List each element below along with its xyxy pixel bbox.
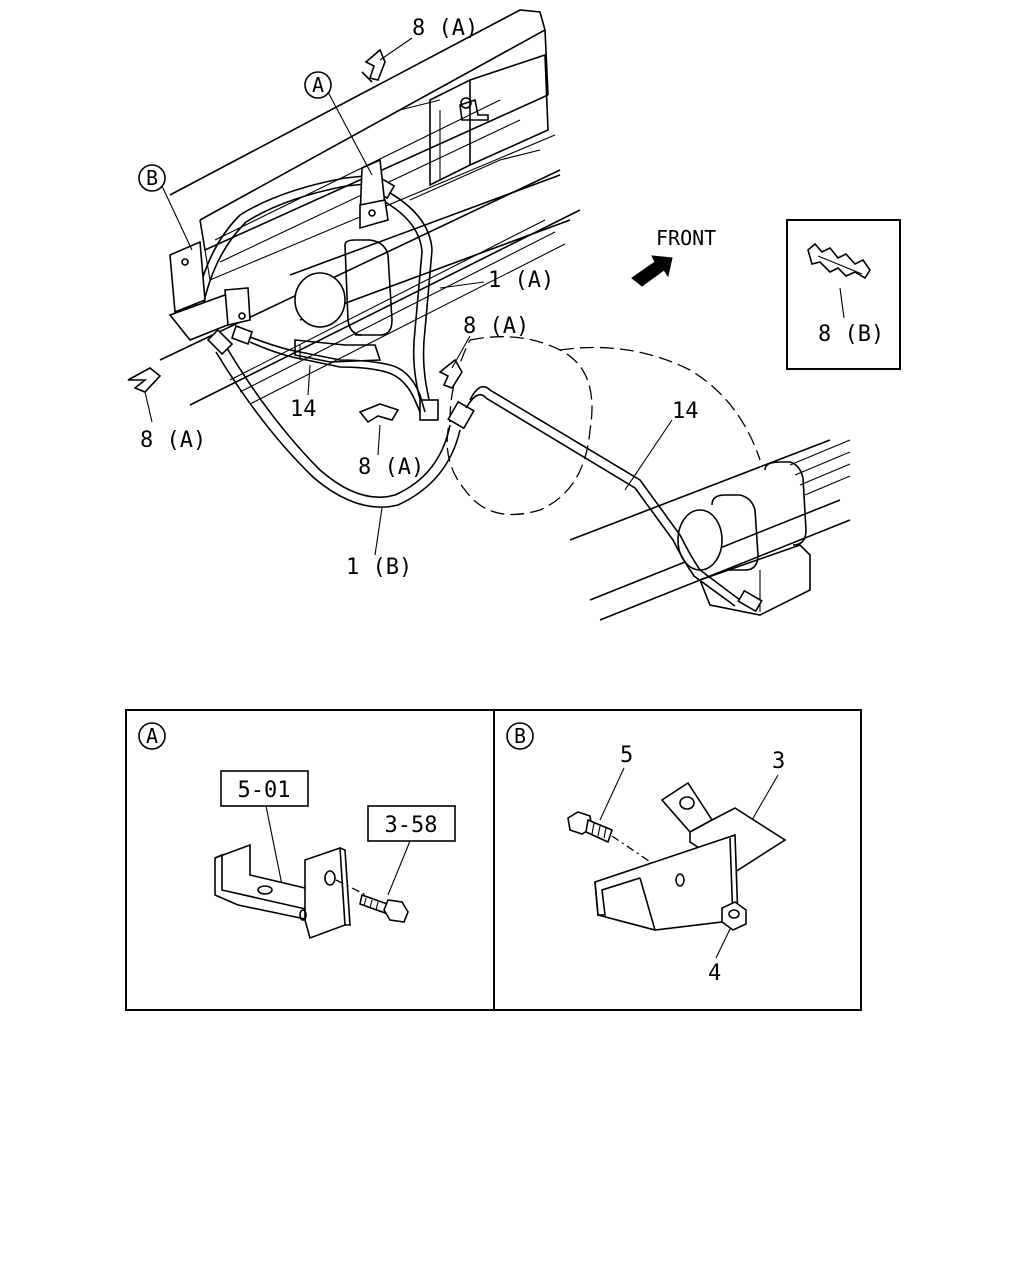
- bolt-a-part: [359, 893, 409, 923]
- leaf-spring-mount: [459, 97, 489, 121]
- detail-a: A 5-01 3-58: [138, 722, 456, 940]
- front-direction-indicator: FRONT: [631, 226, 716, 287]
- svg-text:3: 3: [772, 749, 785, 774]
- label-8a-center: 8 (A): [358, 455, 424, 480]
- label-8a-mid: 8 (A): [463, 314, 529, 339]
- label-14-left: 14: [290, 397, 317, 422]
- bolt-5-part: [567, 811, 613, 844]
- svg-text:5-01: 5-01: [238, 778, 291, 803]
- leader-lines: [144, 37, 845, 556]
- svg-text:B: B: [514, 724, 526, 748]
- clip-8a-center: [358, 403, 400, 424]
- bracket-a-part: [214, 843, 351, 940]
- clip-8a-top: [361, 48, 386, 83]
- svg-text:4: 4: [708, 961, 721, 986]
- hose-bracket-a: [359, 158, 389, 230]
- front-arrow-icon: [631, 255, 673, 287]
- label-14-right: 14: [672, 399, 699, 424]
- clip-8a-left: [127, 367, 162, 393]
- brake-pipe-14-left: [194, 174, 426, 413]
- frame-rail: [159, 9, 581, 406]
- brake-pipe-14-right: [465, 385, 763, 613]
- svg-text:FRONT: FRONT: [656, 226, 716, 250]
- rear-axle-tube: [569, 439, 851, 621]
- bracket-3-part: [594, 781, 787, 931]
- svg-text:5: 5: [620, 743, 633, 768]
- label-8a-left: 8 (A): [140, 428, 206, 453]
- svg-text:3-58: 3-58: [385, 813, 438, 838]
- axle-housing: [289, 174, 571, 363]
- svg-text:A: A: [312, 73, 324, 97]
- hose-bracket-b: [168, 240, 251, 341]
- svg-text:8 (B): 8 (B): [818, 322, 884, 347]
- callout-a-main: A: [304, 71, 332, 99]
- svg-text:B: B: [146, 166, 158, 190]
- flexible-hose-1b: [206, 328, 475, 508]
- callout-b-main: B: [138, 164, 166, 192]
- inset-clip-8b: 8 (B): [786, 219, 901, 370]
- label-1b: 1 (B): [346, 555, 412, 580]
- detail-b: B 5 3 4: [506, 722, 787, 986]
- svg-text:A: A: [146, 724, 158, 748]
- detail-panels: [125, 709, 862, 1011]
- clip-8a-mid: [438, 358, 463, 389]
- label-8a-top: 8 (A): [412, 16, 478, 41]
- label-1a: 1 (A): [488, 268, 554, 293]
- nut-4-part: [721, 901, 747, 931]
- differential-housing: [446, 336, 761, 516]
